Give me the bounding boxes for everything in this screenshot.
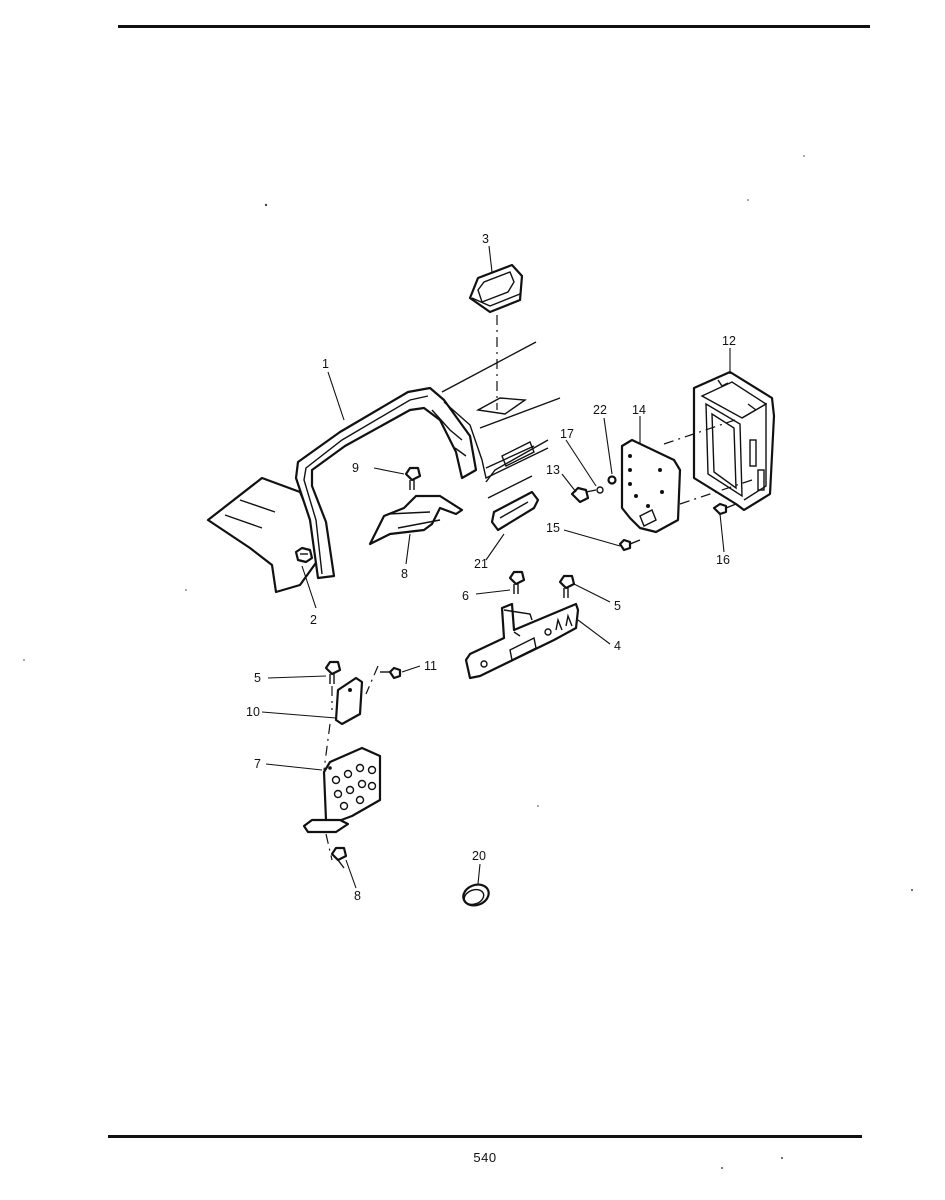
callout-16-left: 15 (546, 521, 560, 535)
centerline-12 (365, 665, 379, 695)
callout-4: 4 (614, 639, 621, 653)
part-4-mounting-bar (464, 602, 580, 680)
callout-10: 9 (352, 461, 359, 475)
step-cutout (475, 397, 527, 415)
part-6-bolt (508, 570, 526, 594)
part-16-screw-left (618, 538, 641, 552)
part-16-screw-right (712, 502, 737, 516)
part-21-pad (490, 490, 540, 532)
part-17-washer (596, 486, 604, 494)
centerline-7-8 (325, 833, 333, 861)
centerline-15-13-lower (679, 479, 753, 505)
part-12-screw (380, 666, 402, 680)
part-2-nut (294, 546, 314, 564)
part-15-cover-plate (620, 438, 682, 534)
callout-1: 1 (322, 357, 329, 371)
callout-5-upper: 5 (614, 599, 621, 613)
floor-outline (441, 341, 561, 483)
callout-15: 14 (632, 403, 646, 417)
callout-21-label: 21 (474, 557, 488, 571)
callout-9: 8 (401, 567, 408, 581)
callout-8-label: 8 (354, 889, 361, 903)
part-20-plug (462, 883, 490, 907)
centerline-15-13 (663, 419, 736, 445)
part-7-perforated-plate (302, 746, 382, 834)
top-rule (118, 25, 870, 28)
callout-14: 13 (546, 463, 560, 477)
callout-11: 10 (246, 705, 260, 719)
centerline-11-7 (323, 686, 333, 771)
callout-13: 12 (722, 334, 736, 348)
part-8-bolt (330, 846, 348, 869)
scan-specks (23, 155, 913, 1169)
part-9-bracket (368, 494, 464, 546)
part-13-frame (692, 370, 776, 512)
part-14-bolt (570, 486, 597, 504)
callout-2: 2 (310, 613, 317, 627)
body-slot (485, 441, 535, 499)
callout-labels: 3 1 2 9 8 14 21 12 14 22 17 13 15 16 6 5… (246, 232, 736, 903)
bottom-rule (108, 1135, 862, 1138)
part-10-bolt (404, 466, 422, 490)
callout-17: 17 (560, 427, 574, 441)
part-5-bolt-lower (324, 660, 342, 684)
callout-16-right: 16 (716, 553, 730, 567)
callout-22: 22 (593, 403, 607, 417)
callout-20: 20 (472, 849, 486, 863)
callout-6: 6 (462, 589, 469, 603)
part-3-step-cup (468, 263, 524, 314)
callout-5-lower: 5 (254, 671, 261, 685)
page-number: 540 (473, 1150, 497, 1165)
callout-7: 7 (254, 757, 261, 771)
part-22-nut (607, 475, 617, 485)
callout-12: 11 (424, 659, 437, 673)
leader-lines (261, 245, 731, 889)
part-5-bolt-upper (558, 574, 576, 598)
part-1-grab-rail (294, 386, 478, 580)
callout-3: 3 (482, 232, 489, 246)
part-11-plate (334, 676, 364, 726)
cab-body-fragment (206, 476, 320, 594)
